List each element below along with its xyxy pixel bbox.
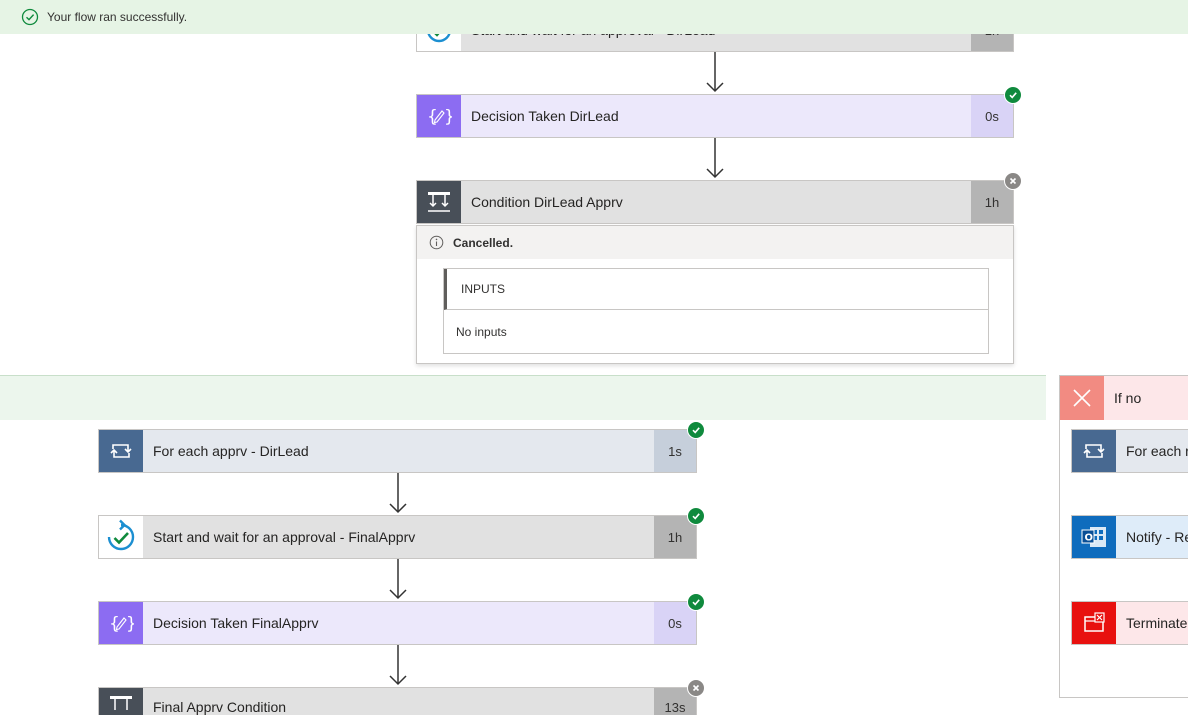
condition-icon: [417, 181, 461, 223]
action-card-decision-finalapprv[interactable]: { } Decision Taken FinalApprv 0s: [98, 601, 697, 645]
if-no-label: If no: [1114, 390, 1142, 406]
detail-status-label: Cancelled.: [453, 235, 514, 250]
svg-text:{: {: [109, 614, 120, 634]
svg-text:O: O: [1085, 533, 1094, 544]
condition-icon: [99, 688, 143, 715]
flow-arrow: [706, 138, 724, 179]
flow-arrow: [706, 52, 724, 93]
svg-text:{: {: [427, 107, 438, 127]
inputs-section: INPUTS No inputs: [443, 268, 989, 354]
outlook-icon: O: [1072, 516, 1116, 558]
action-title: Notify - Re: [1126, 529, 1188, 545]
success-banner-overlay: Your flow ran successfully.: [0, 0, 1188, 34]
action-card-terminate-no[interactable]: Terminate,: [1071, 601, 1188, 645]
approval-icon: [99, 516, 143, 558]
action-title: Final Apprv Condition: [153, 699, 287, 715]
action-title: Terminate,: [1126, 615, 1188, 631]
detail-status-header: Cancelled.: [417, 226, 1013, 259]
banner-message: Your flow ran successfully.: [47, 10, 188, 24]
action-card-foreach-no[interactable]: For each r: [1071, 429, 1188, 473]
action-duration: 1h: [654, 516, 696, 558]
action-duration: 1h: [971, 181, 1013, 223]
flow-arrow: [389, 559, 407, 600]
action-title: Start and wait for an approval - FinalAp…: [153, 529, 416, 545]
check-circle-icon: [21, 8, 39, 26]
success-check-icon: [1004, 86, 1022, 104]
if-yes-branch-header[interactable]: [0, 375, 1046, 420]
loop-icon: [99, 430, 143, 472]
svg-text:}: }: [126, 614, 134, 634]
flow-arrow: [389, 645, 407, 686]
action-card-start-finalapprv[interactable]: Start and wait for an approval - FinalAp…: [98, 515, 697, 559]
action-card-notify-no[interactable]: O Notify - Re: [1071, 515, 1188, 559]
loop-icon: [1072, 430, 1116, 472]
variable-icon: { }: [417, 95, 461, 137]
success-check-icon: [687, 421, 705, 439]
inputs-value: No inputs: [456, 325, 507, 339]
cancelled-x-icon: [1004, 172, 1022, 190]
action-card-foreach-dirlead[interactable]: For each apprv - DirLead 1s: [98, 429, 697, 473]
action-detail-panel: Cancelled. INPUTS No inputs: [416, 225, 1014, 364]
inputs-header[interactable]: INPUTS: [444, 269, 988, 310]
action-title: For each r: [1126, 443, 1188, 459]
success-check-icon: [687, 593, 705, 611]
action-title: Decision Taken FinalApprv: [153, 615, 319, 631]
action-card-decision-dirlead[interactable]: { } Decision Taken DirLead 0s: [416, 94, 1014, 138]
variable-icon: { }: [99, 602, 143, 644]
info-icon: [429, 235, 444, 250]
action-card-final-condition[interactable]: Final Apprv Condition 13s: [98, 687, 697, 715]
flow-arrow: [389, 473, 407, 514]
action-duration: 0s: [971, 95, 1013, 137]
if-no-branch-header[interactable]: If no: [1060, 376, 1188, 420]
action-title: For each apprv - DirLead: [153, 443, 309, 459]
terminate-icon: [1072, 602, 1116, 644]
svg-text:}: }: [444, 107, 452, 127]
success-check-icon: [687, 507, 705, 525]
close-x-icon: [1060, 376, 1104, 420]
action-card-condition-dirlead[interactable]: Condition DirLead Apprv 1h: [416, 180, 1014, 224]
cancelled-x-icon: [687, 679, 705, 697]
action-duration: 0s: [654, 602, 696, 644]
action-title: Condition DirLead Apprv: [471, 194, 623, 210]
action-title: Decision Taken DirLead: [471, 108, 619, 124]
action-duration: 1s: [654, 430, 696, 472]
